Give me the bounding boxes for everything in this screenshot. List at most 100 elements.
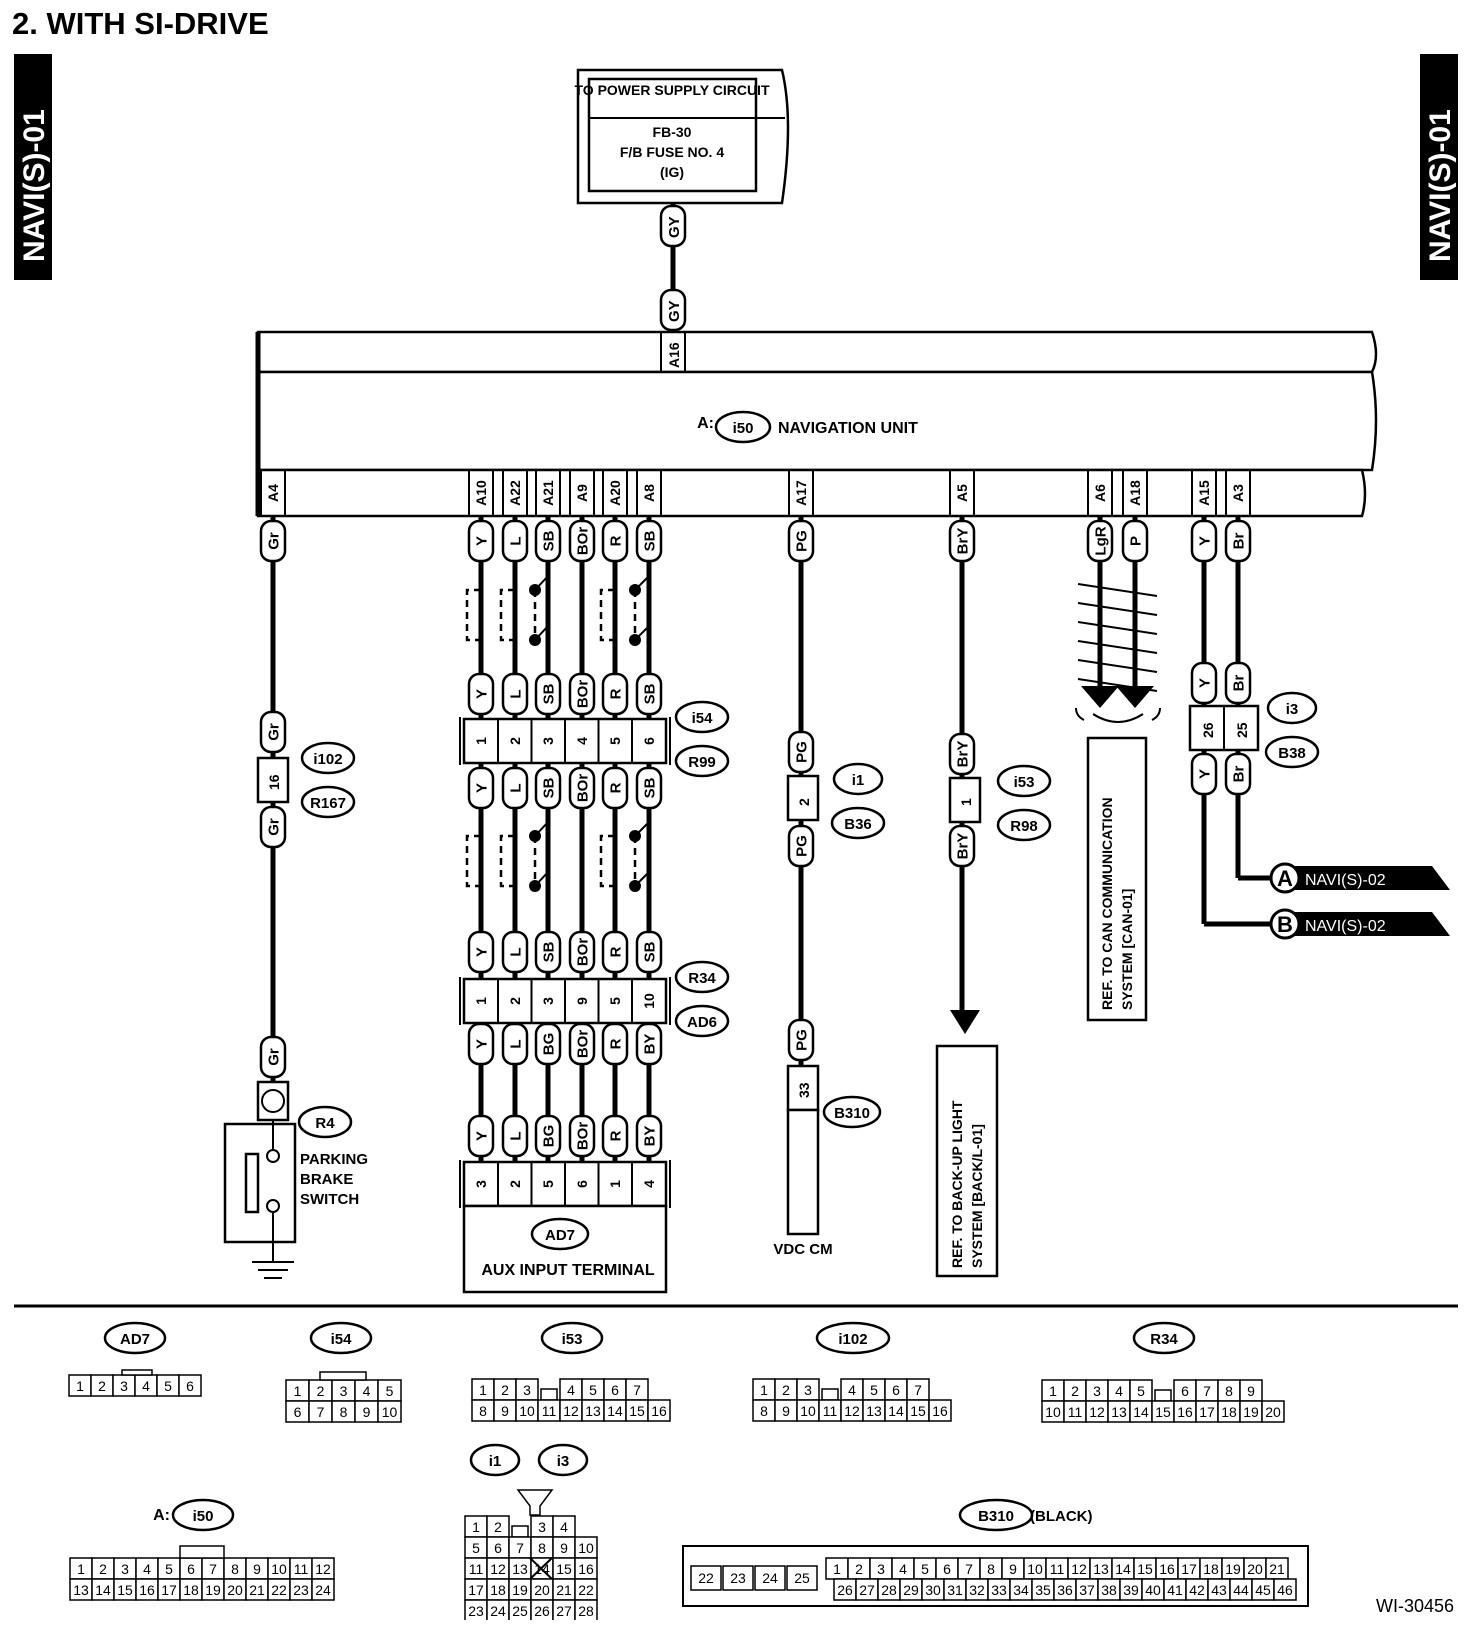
label-i3: i3	[1286, 701, 1299, 718]
pinout-i1-i3-cell-22: 22	[578, 1582, 594, 1598]
pinout-r34-cell-3: 3	[1093, 1383, 1101, 1399]
side-tab-right: NAVI(S)-01	[1424, 109, 1457, 262]
backup-light-ref: REF. TO BACK-UP LIGHT SYSTEM [BACK/L-01]	[935, 1010, 999, 1278]
pinout-i54-cell-5: 5	[386, 1383, 394, 1399]
wire-ad7-0: Y	[473, 1131, 490, 1141]
wire-top-3-pill	[568, 519, 596, 563]
wire-br-2: Br	[1230, 675, 1247, 692]
pinout-i1-i3-cell-10: 10	[578, 1540, 594, 1556]
pinout-b310-bottom-cell-37: 37	[1079, 1582, 1095, 1598]
wire-top-2: SB	[540, 530, 557, 551]
pinout-r34-cell-9: 9	[1247, 1383, 1255, 1399]
nav-pin-a5: A5	[954, 484, 970, 502]
pinout-i53-cell-10: 10	[519, 1403, 535, 1419]
pinout-r34-cell-11: 11	[1068, 1404, 1083, 1420]
wire-pg-2-pill	[787, 730, 815, 774]
pinout-i54-cell-9: 9	[363, 1404, 371, 1420]
wire-bry-2: BrY	[954, 741, 971, 768]
pinout-i1-i3-cell-26: 26	[534, 1603, 550, 1619]
pinout-i102-cell-12: 12	[844, 1403, 860, 1419]
pinout-i50-cell-24: 24	[315, 1582, 331, 1598]
pinout-r34-cell-17: 17	[1199, 1404, 1215, 1420]
wire-r34-top-0: Y	[473, 947, 490, 957]
pinout-r34-cell-7: 7	[1203, 1383, 1211, 1399]
wire-ad6-bot-3: BOr	[574, 1030, 591, 1059]
wire-r34-top-1: L	[507, 947, 524, 956]
pinout-i50-cell-14: 14	[95, 1582, 111, 1598]
pinout-i102-cell-3: 3	[804, 1382, 812, 1398]
pinout-b310-top-cell-18: 18	[1203, 1561, 1219, 1577]
fuse-label: FB-30	[653, 124, 692, 140]
pinout-i50-cell-13: 13	[73, 1582, 89, 1598]
pinout-i50-cell-16: 16	[139, 1582, 155, 1598]
wire-i54-bot-3: BOr	[574, 774, 591, 803]
wire-p: P	[1127, 536, 1144, 546]
pinout-i50-cell-23: 23	[293, 1582, 309, 1598]
wire-pg-3-pill	[787, 824, 815, 868]
wire-i54-top-1: L	[507, 689, 524, 698]
nav-pin-a3: A3	[1230, 484, 1246, 502]
pinout-b310-bottom-cell-27: 27	[859, 1582, 875, 1598]
pinout-i53-cell-7: 7	[633, 1382, 641, 1398]
wire-lgr-pill	[1086, 519, 1114, 563]
wire-i54-bot-4-pill	[601, 766, 629, 810]
nav-pin-a18: A18	[1127, 480, 1143, 506]
wire-ad7-5: BY	[641, 1126, 658, 1147]
pinout-b310-bottom-cell-35: 35	[1035, 1582, 1051, 1598]
wire-i54-bot-4: R	[607, 782, 624, 793]
wire-bry-3: BrY	[954, 833, 971, 860]
wire-ad7-1-pill	[501, 1114, 529, 1158]
wire-gr-3: Gr	[265, 818, 282, 836]
pinout-b310-bottom-cell-42: 42	[1189, 1582, 1205, 1598]
pinout-i102-label: i102	[838, 1331, 867, 1348]
wire-ad7-2-pill	[534, 1114, 562, 1158]
pinout-i50-label: i50	[193, 1508, 214, 1525]
connector-ad7-pin-2: 2	[507, 1180, 523, 1188]
nav-pin-a4: A4	[265, 484, 281, 502]
wire-i54-bot-2-pill	[534, 766, 562, 810]
pinout-b310-top-cell-7: 7	[965, 1561, 973, 1577]
pinout-b310-top-cell-20: 20	[1247, 1561, 1263, 1577]
wire-top-0-pill	[467, 519, 495, 563]
pinout-i50-prefix: A:	[153, 1507, 170, 1524]
fuse-name: F/B FUSE NO. 4	[620, 144, 724, 160]
pinout-i102-cell-5: 5	[870, 1382, 878, 1398]
wire-i54-top-5-pill	[635, 672, 663, 716]
nav-pin-a17: A17	[793, 480, 809, 506]
pinout-r34-cell-16: 16	[1177, 1404, 1193, 1420]
pinout-i3-label: i3	[557, 1453, 570, 1470]
pinout-b310-cell-22: 22	[698, 1570, 714, 1586]
pinout-i50-cell-8: 8	[231, 1561, 239, 1577]
pinout-ad7-cell-4: 4	[142, 1378, 150, 1394]
pinout-r34-label: R34	[1150, 1331, 1178, 1348]
connector-i54-r99-pin-4: 4	[574, 737, 590, 745]
label-i1: i1	[852, 772, 865, 789]
pinout-b310-bottom-cell-45: 45	[1255, 1582, 1271, 1598]
nav-pin-a22: A22	[507, 480, 523, 506]
pinout-i1-i3-cell-27: 27	[556, 1603, 572, 1619]
wire-r34-top-4-pill	[601, 930, 629, 974]
pinout-b310-bottom-cell-33: 33	[991, 1582, 1007, 1598]
wire-br-3: Br	[1230, 766, 1247, 783]
pinout-i50-cell-21: 21	[249, 1582, 265, 1598]
wire-gr-2: Gr	[265, 723, 282, 741]
connector-i54-r99-pin-2: 2	[507, 737, 523, 745]
pinout-i54-label: i54	[331, 1331, 353, 1348]
pinout-i53-cell-12: 12	[563, 1403, 579, 1419]
connector-i1-b36: 2 i1 B36	[786, 762, 886, 840]
pin-1: 1	[958, 798, 974, 806]
pinout-b310-top-cell-10: 10	[1027, 1561, 1043, 1577]
wire-ad7-5-pill	[635, 1114, 663, 1158]
figure-id: WI-30456	[1376, 1596, 1454, 1616]
pinout-ad7-label: AD7	[120, 1331, 150, 1348]
wire-br-3-pill	[1224, 752, 1252, 796]
pinout-i54-cell-4: 4	[363, 1383, 371, 1399]
side-tab-right-bg	[1420, 54, 1458, 280]
connector-i102-r167: 16 i102 R167	[256, 741, 356, 819]
nav-pin-a9: A9	[574, 484, 590, 502]
pinout-i102-cell-10: 10	[800, 1403, 816, 1419]
pin-a16: A16	[666, 342, 682, 368]
